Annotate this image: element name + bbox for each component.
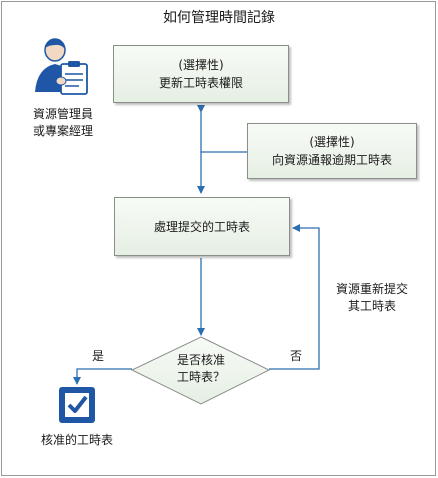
notify-overdue-optional: (選擇性) [309,135,355,149]
notify-overdue-text: 向資源通報逾期工時表 [271,153,392,167]
decision-label: 是否核准 工時表？ [150,352,252,386]
approved-checkbox-icon [59,387,95,423]
approved-label: 核准的工時表 [40,433,113,447]
actor-label: 資源管理員 或專案經理 [18,106,108,140]
resource-manager-icon [35,38,88,95]
actor-label-line2: 或專案經理 [32,124,93,138]
notify-overdue-box: (選擇性) 向資源通報逾期工時表 [247,123,417,179]
update-permissions-text: 更新工時表權限 [158,76,243,90]
edge-resubmit [269,224,320,370]
update-permissions-optional: (選擇性) [178,58,224,72]
decision-line1: 是否核准 [176,353,225,367]
resubmit-line1: 資源重新提交 [335,282,408,296]
yes-label: 是 [91,349,104,363]
no-label: 否 [289,349,302,363]
process-timesheet-text: 處理提交的工時表 [153,219,250,234]
diagram-title: 如何管理時間記錄 [163,10,275,26]
resubmit-label: 資源重新提交 其工時表 [322,281,422,315]
actor-label-line1: 資源管理員 [32,107,93,121]
process-timesheet-box: 處理提交的工時表 [114,197,290,256]
approve-decision-diamond [130,336,271,405]
resubmit-line2: 其工時表 [347,299,396,313]
decision-line2: 工時表？ [176,370,225,384]
edge-yes [73,368,132,385]
update-permissions-box: (選擇性) 更新工時表權限 [113,45,289,103]
